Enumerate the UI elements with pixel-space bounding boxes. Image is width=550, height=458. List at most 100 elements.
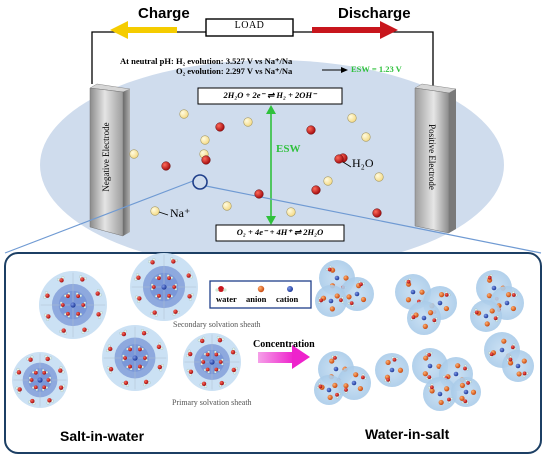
anion xyxy=(346,294,352,300)
secondary-sheath-label: Secondary solvation sheath xyxy=(173,320,261,329)
cation xyxy=(70,302,76,308)
anion xyxy=(438,292,445,298)
load-box xyxy=(205,18,294,37)
ion-cluster xyxy=(470,300,502,332)
water-molecule xyxy=(31,368,39,375)
water-molecule xyxy=(26,355,34,362)
water-molecule xyxy=(360,373,367,380)
sodium-ion xyxy=(374,172,384,182)
cation xyxy=(334,275,340,281)
negative-electrode-label: Negative Electrode xyxy=(101,122,111,192)
legend-water-label: water xyxy=(216,294,237,304)
anion xyxy=(360,296,367,303)
anion xyxy=(459,382,466,389)
water-molecule xyxy=(134,273,141,281)
water-molecule xyxy=(216,336,225,343)
anion xyxy=(327,394,333,401)
cation xyxy=(326,387,332,393)
water-molecule xyxy=(95,289,102,297)
water-molecule xyxy=(46,376,52,384)
legend-anion-label: anion xyxy=(246,294,267,304)
water-molecule xyxy=(44,354,53,362)
water-molecule xyxy=(106,366,114,374)
anion xyxy=(405,297,412,303)
water-molecule xyxy=(231,366,238,375)
legend-box xyxy=(209,280,312,309)
water-molecule xyxy=(214,367,221,374)
cation xyxy=(515,363,521,369)
sodium-ion xyxy=(361,132,371,142)
anion xyxy=(470,389,477,395)
water-molecule xyxy=(510,343,517,351)
water-molecule xyxy=(432,317,438,324)
sodium-key-dot xyxy=(150,206,160,216)
anion xyxy=(516,371,522,377)
solvation-sheath xyxy=(102,325,168,391)
water-molecule xyxy=(106,344,113,353)
cation xyxy=(491,285,497,291)
water-molecule xyxy=(254,189,264,199)
sodium-ion xyxy=(129,149,139,159)
water-molecule xyxy=(150,310,158,317)
sodium-ion xyxy=(286,207,296,217)
equation-o2-evolution: O₂ + 4e⁻ + 4H⁺ ⇌ 2H₂O xyxy=(236,227,324,237)
water-molecule xyxy=(122,354,127,362)
water-molecule xyxy=(154,293,162,300)
water-molecule xyxy=(427,383,434,390)
ion-cluster xyxy=(375,353,409,387)
ion-cluster xyxy=(502,350,534,382)
water-molecule xyxy=(404,278,412,284)
water-molecule xyxy=(46,398,54,405)
ion-cluster xyxy=(315,285,347,317)
legend-cation-icon xyxy=(287,286,293,292)
anion xyxy=(353,372,359,378)
solvation-sheath xyxy=(39,271,107,339)
cation xyxy=(504,300,510,306)
anion xyxy=(343,383,349,389)
sodium-ion xyxy=(323,176,333,186)
ion-cluster xyxy=(412,348,448,384)
water-molecule xyxy=(172,309,180,316)
ion-cluster xyxy=(395,274,431,310)
discharge-label: Discharge xyxy=(338,5,411,22)
water-molecule xyxy=(126,364,133,371)
water-molecule xyxy=(338,296,344,304)
water-molecule xyxy=(488,351,494,359)
anion xyxy=(438,399,444,406)
charge-arrow xyxy=(110,21,177,39)
concentration-arrow xyxy=(258,345,310,369)
water-molecule xyxy=(59,301,65,309)
cation xyxy=(351,380,357,386)
water-molecule xyxy=(75,311,83,318)
solvation-sheath xyxy=(130,253,198,321)
water-molecule xyxy=(156,342,164,350)
cation xyxy=(427,363,433,369)
cation xyxy=(328,298,334,304)
water-in-salt-clusters xyxy=(314,260,534,411)
anion xyxy=(427,310,434,316)
cation xyxy=(463,389,469,395)
water-molecule xyxy=(306,125,316,135)
charge-label: Charge xyxy=(138,5,190,22)
water-molecule xyxy=(465,379,472,385)
sodium-ion xyxy=(222,201,232,211)
water-molecule xyxy=(119,329,127,337)
water-molecule xyxy=(79,275,87,282)
water-molecule xyxy=(15,386,22,394)
cation xyxy=(499,347,505,353)
water-molecule xyxy=(316,382,323,390)
anion xyxy=(443,305,450,312)
water-molecule xyxy=(391,356,399,362)
solvation-sheath xyxy=(12,352,68,408)
water-molecule xyxy=(425,351,433,357)
cation xyxy=(333,366,339,372)
water-molecule xyxy=(41,368,49,375)
water-molecule xyxy=(137,364,144,371)
sodium-ion xyxy=(347,113,357,123)
anion xyxy=(329,306,335,312)
water-molecule xyxy=(58,384,66,393)
water-molecule xyxy=(31,385,39,392)
water-molecule xyxy=(200,358,206,366)
water-molecule xyxy=(218,380,227,388)
